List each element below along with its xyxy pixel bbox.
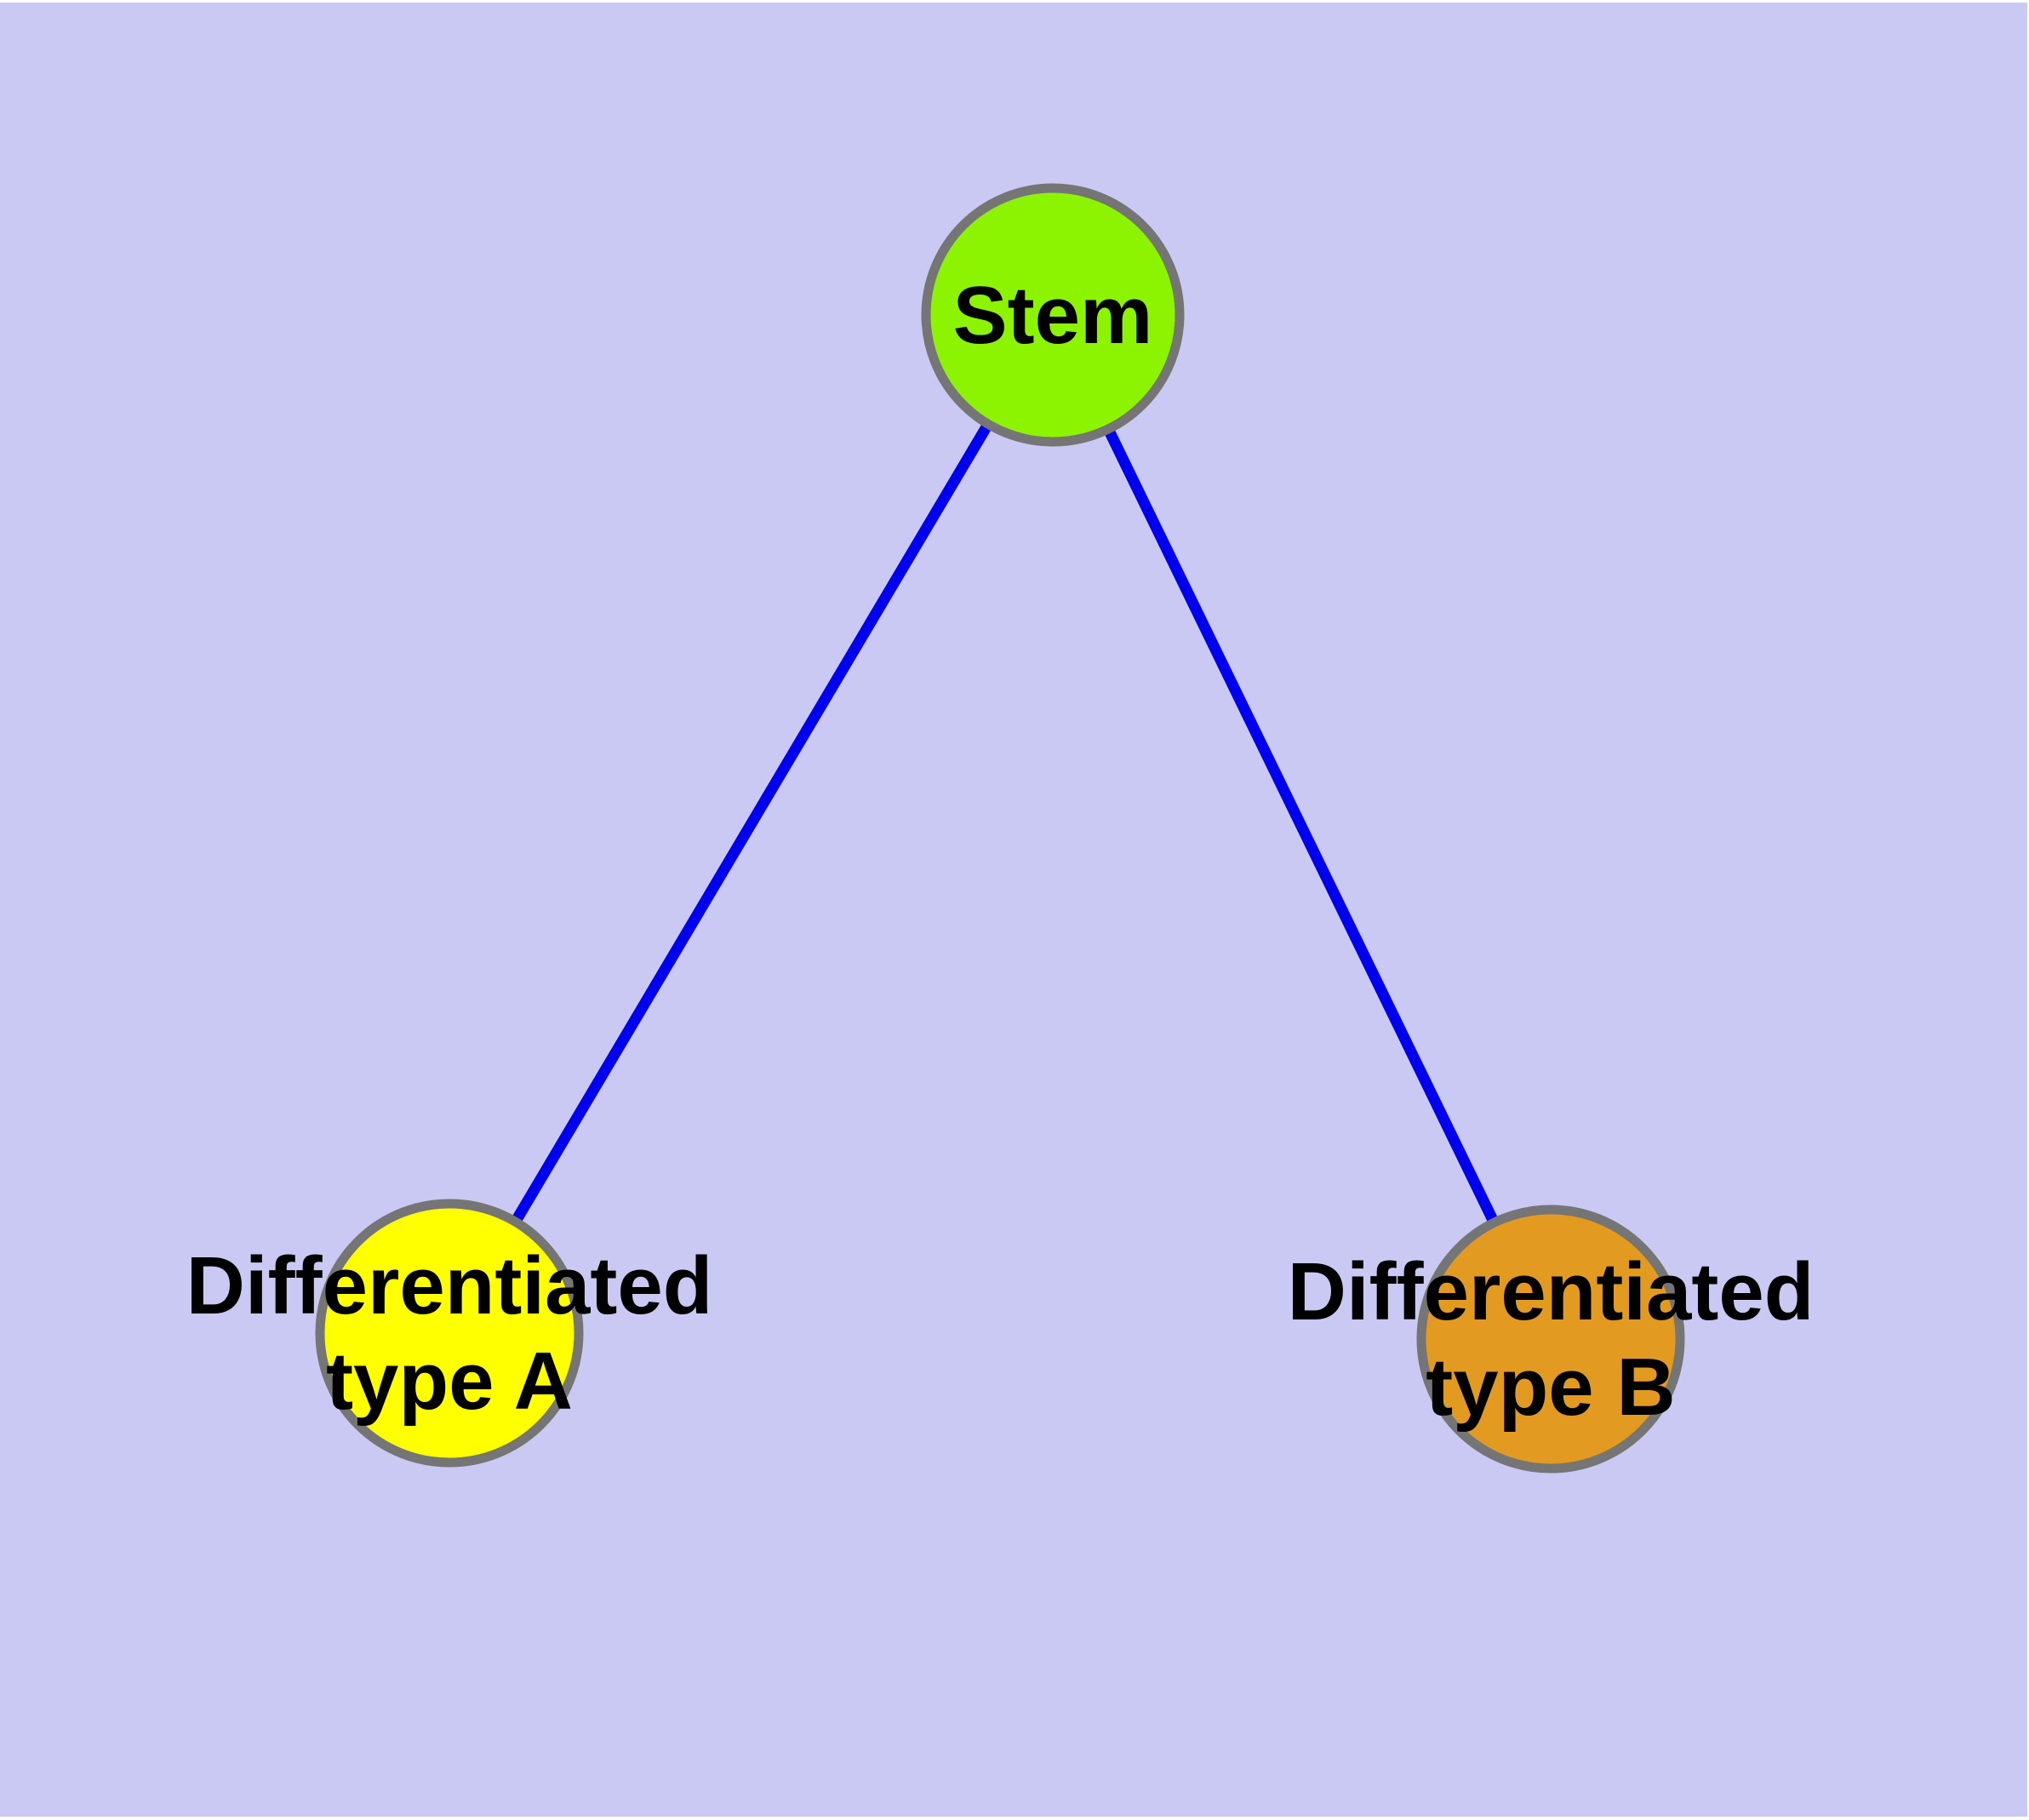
node-differentiated-type-a	[315, 1199, 584, 1468]
node-label-line: Stem	[953, 270, 1153, 361]
node-stem	[921, 183, 1185, 447]
node-label-line: type A	[326, 1336, 573, 1427]
nodes-layer	[315, 183, 1685, 1474]
edges-layer	[444, 312, 1556, 1342]
node-label-stem: Stem	[953, 270, 1153, 361]
edge-stem-to-differentiated-type-b	[1048, 312, 1556, 1342]
node-label-line: Differentiated	[1288, 1246, 1815, 1337]
edge-stem-to-differentiated-type-a	[444, 312, 1058, 1336]
node-label-line: type B	[1426, 1342, 1675, 1433]
node-label-line: Differentiated	[186, 1240, 713, 1331]
node-differentiated-type-b	[1416, 1205, 1685, 1474]
